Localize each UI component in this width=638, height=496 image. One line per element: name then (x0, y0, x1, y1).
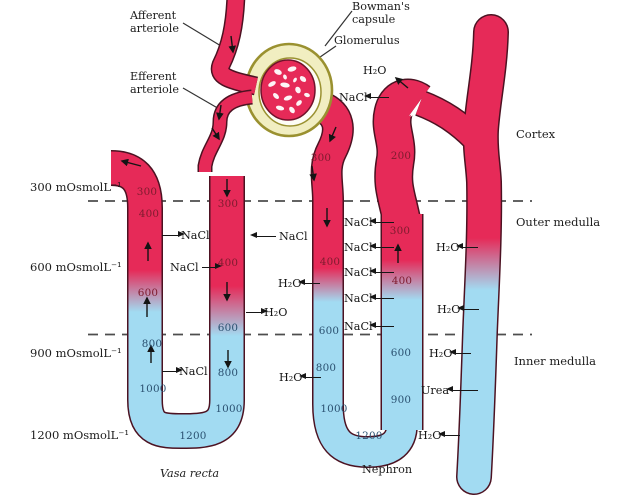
nephron-asc-value: 400 (391, 275, 413, 287)
water-out-collecting-duct-label: H₂O (418, 429, 461, 442)
water-out-collecting-duct-label: H₂O (429, 347, 472, 360)
vr-desc-value: 300 (217, 198, 239, 210)
nephron-caption: Nephron (362, 463, 413, 476)
vr-desc-value: 400 (217, 257, 239, 269)
efferent-arteriole (199, 91, 253, 172)
nephron-desc-value: 1000 (320, 403, 348, 415)
flow-arrows (120, 35, 409, 369)
nephron-desc-value: 400 (319, 256, 341, 268)
nacl-into-vr-descending-left-label: NaCl (170, 261, 223, 274)
vr-asc-value: 800 (141, 338, 163, 350)
osmolarity-600-label: 600 mOsmolL⁻¹ (30, 260, 122, 274)
nephron-asc-value: 300 (389, 225, 411, 237)
vasa-recta-caption: Vasa recta (160, 467, 220, 480)
nacl-out-ascending-limb-label: NaCl (344, 266, 394, 279)
vr-desc-value: 1000 (215, 403, 243, 415)
distal-tubule (374, 80, 430, 226)
osmolarity-300-label: 300 mOsmolL⁻¹ (30, 180, 122, 194)
nephron-desc-value: 600 (318, 325, 340, 337)
nephron-desc-value: 300 (310, 152, 332, 164)
cortex-label: Cortex (516, 127, 556, 141)
nephron-asc-value: 200 (390, 150, 412, 162)
vr-bottom-value: 1200 (179, 430, 207, 442)
vr-desc-value: 800 (217, 367, 239, 379)
nacl-out-vr-ascending-label: NaCl (162, 229, 210, 242)
glomerulus-label: Glomerulus (334, 34, 400, 47)
nephron-bottom-value: 1200 (355, 430, 383, 442)
water-out-vr-descending-label: H₂O (246, 306, 287, 319)
afferent-arteriole (212, 0, 258, 94)
nephron-desc-value: 800 (315, 362, 337, 374)
osmolarity-900-label: 900 mOsmolL⁻¹ (30, 346, 122, 360)
nacl-out-distal-tubule-label: NaCl (339, 91, 389, 104)
vr-asc-value: 1000 (139, 383, 167, 395)
urea-out-collecting-duct-label: Urea (421, 384, 479, 397)
vr-asc-value: 400 (138, 208, 160, 220)
nacl-out-ascending-limb-label: NaCl (344, 241, 394, 254)
distal-junction (415, 91, 483, 147)
vasa-recta-descending-tube (179, 176, 244, 448)
water-out-descending-limb-lower-label: H₂O (279, 371, 322, 384)
water-out-distal-tubule-label: H₂O (363, 64, 387, 77)
water-out-collecting-duct-label: H₂O (437, 303, 480, 316)
osmolarity-1200-label: 1200 mOsmolL⁻¹ (30, 428, 129, 442)
nacl-out-ascending-limb-label: NaCl (344, 292, 394, 305)
inner-medulla-label: Inner medulla (514, 354, 597, 368)
vr-desc-value: 600 (217, 322, 239, 334)
nephron-asc-value: 600 (390, 347, 412, 359)
collecting-duct (457, 15, 508, 494)
glomerulus-tuft (260, 59, 316, 121)
nacl-out-vr-ascending-lower-label: NaCl (162, 365, 208, 378)
nephron-asc-value: 900 (390, 394, 412, 406)
water-out-descending-limb-label: H₂O (278, 277, 321, 290)
nacl-out-ascending-limb-label: NaCl (344, 216, 394, 229)
nacl-into-vr-descending-right-label: NaCl (249, 230, 308, 243)
outer-medulla-label: Outer medulla (516, 215, 601, 229)
nacl-out-ascending-limb-label: NaCl (344, 320, 394, 333)
nephron-descending-tube (312, 92, 417, 467)
water-out-collecting-duct-label: H₂O (436, 241, 479, 254)
vr-asc-value: 600 (137, 287, 159, 299)
vr-asc-value: 300 (136, 186, 158, 198)
